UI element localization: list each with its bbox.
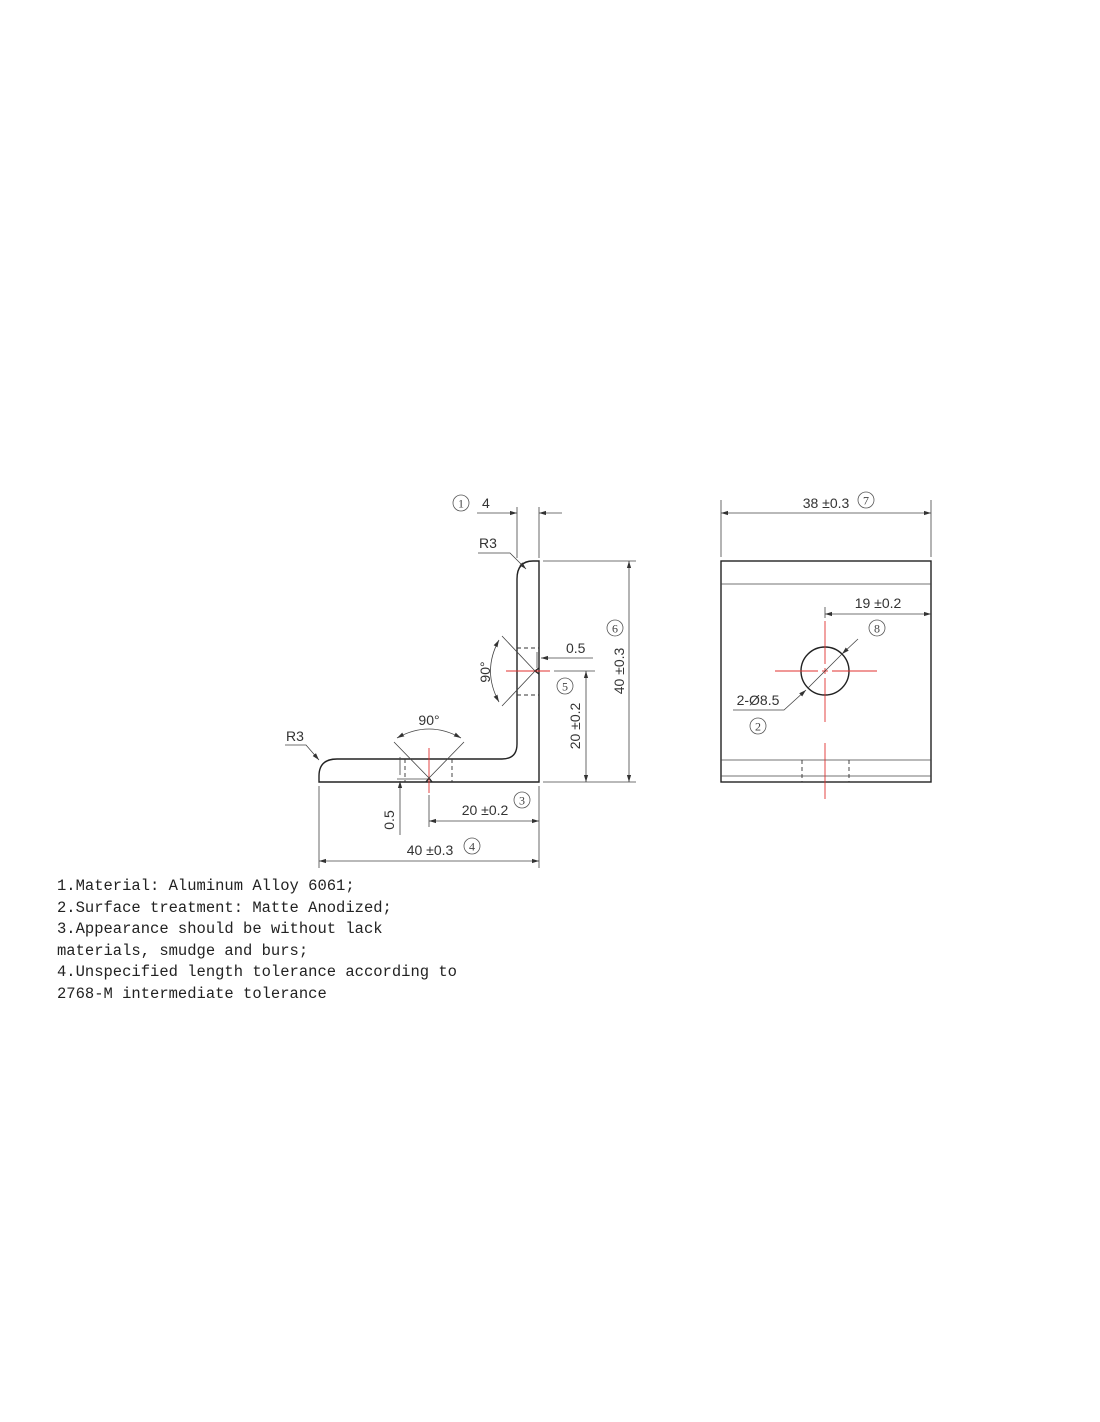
callout-number: 7 xyxy=(863,494,869,508)
hole-centerlines xyxy=(775,621,877,799)
side-view: 1 4 R3 R3 40 ±0.3 6 20 ±0.2 5 0.5 0.5 90… xyxy=(285,494,636,868)
note-line: 1.Material: Aluminum Alloy 6061; xyxy=(57,877,355,895)
dim-radius-top: R3 xyxy=(479,535,497,551)
note-line: 2768-M intermediate tolerance xyxy=(57,984,327,1003)
angle-line xyxy=(501,635,536,672)
callout-number: 1 xyxy=(458,497,464,511)
plate-outline xyxy=(720,560,932,783)
angle-arc xyxy=(490,639,500,703)
dim-angle-horizontal: 90° xyxy=(418,712,439,728)
callout-number: 4 xyxy=(469,840,475,854)
callout-number: 8 xyxy=(874,622,880,636)
dim-width: 40 ±0.3 xyxy=(407,842,454,858)
dim-radius-left: R3 xyxy=(286,728,304,744)
note-line: 3.Appearance should be without lack xyxy=(57,920,383,939)
dim-hole-center: 19 ±0.2 xyxy=(855,595,902,611)
angle-line xyxy=(393,741,430,779)
front-view: 38 ±0.3 7 19 ±0.2 8 2-Ø8.5 2 xyxy=(720,491,932,799)
callout-number: 2 xyxy=(755,720,761,734)
angle-line xyxy=(428,741,465,779)
angle-line xyxy=(501,670,536,707)
note-line: materials, smudge and burs; xyxy=(57,941,309,960)
callout-circle xyxy=(452,494,470,512)
callout-number: 3 xyxy=(519,794,525,808)
callout-number: 5 xyxy=(562,680,568,694)
note-line: 4.Unspecified length tolerance according… xyxy=(57,963,457,982)
dim-thickness: 4 xyxy=(482,495,490,511)
dim-height: 40 ±0.3 xyxy=(611,647,627,694)
dim-groove-horizontal: 0.5 xyxy=(381,810,397,830)
technical-notes: 1.Material: Aluminum Alloy 6061; 2.Surfac… xyxy=(57,876,457,1006)
dim-hole-offset: 20 ±0.2 xyxy=(462,802,509,818)
callout-number: 6 xyxy=(612,622,618,636)
angle-arc xyxy=(396,728,462,739)
dim-hole-diameter: 2-Ø8.5 xyxy=(737,692,780,708)
dim-plate-width: 38 ±0.3 xyxy=(803,495,850,511)
note-line: 2.Surface treatment: Matte Anodized; xyxy=(57,898,392,917)
dim-angle-vertical: 90° xyxy=(477,661,493,682)
dim-groove-vertical: 0.5 xyxy=(566,640,586,656)
dim-hole-height: 20 ±0.2 xyxy=(567,702,583,749)
